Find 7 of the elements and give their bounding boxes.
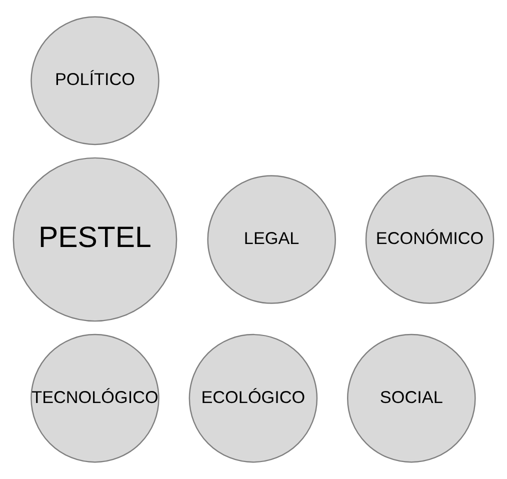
node-circle: SOCIAL [347, 334, 476, 463]
node-circle: LEGAL [207, 175, 336, 304]
node-circle: ECOLÓGICO [188, 334, 318, 463]
node-circle: ECONÓMICO [365, 175, 494, 304]
node-circle: PESTEL [12, 157, 178, 322]
node-circle: TECNOLÓGICO [30, 334, 160, 463]
node-circle: POLÍTICO [30, 16, 160, 146]
